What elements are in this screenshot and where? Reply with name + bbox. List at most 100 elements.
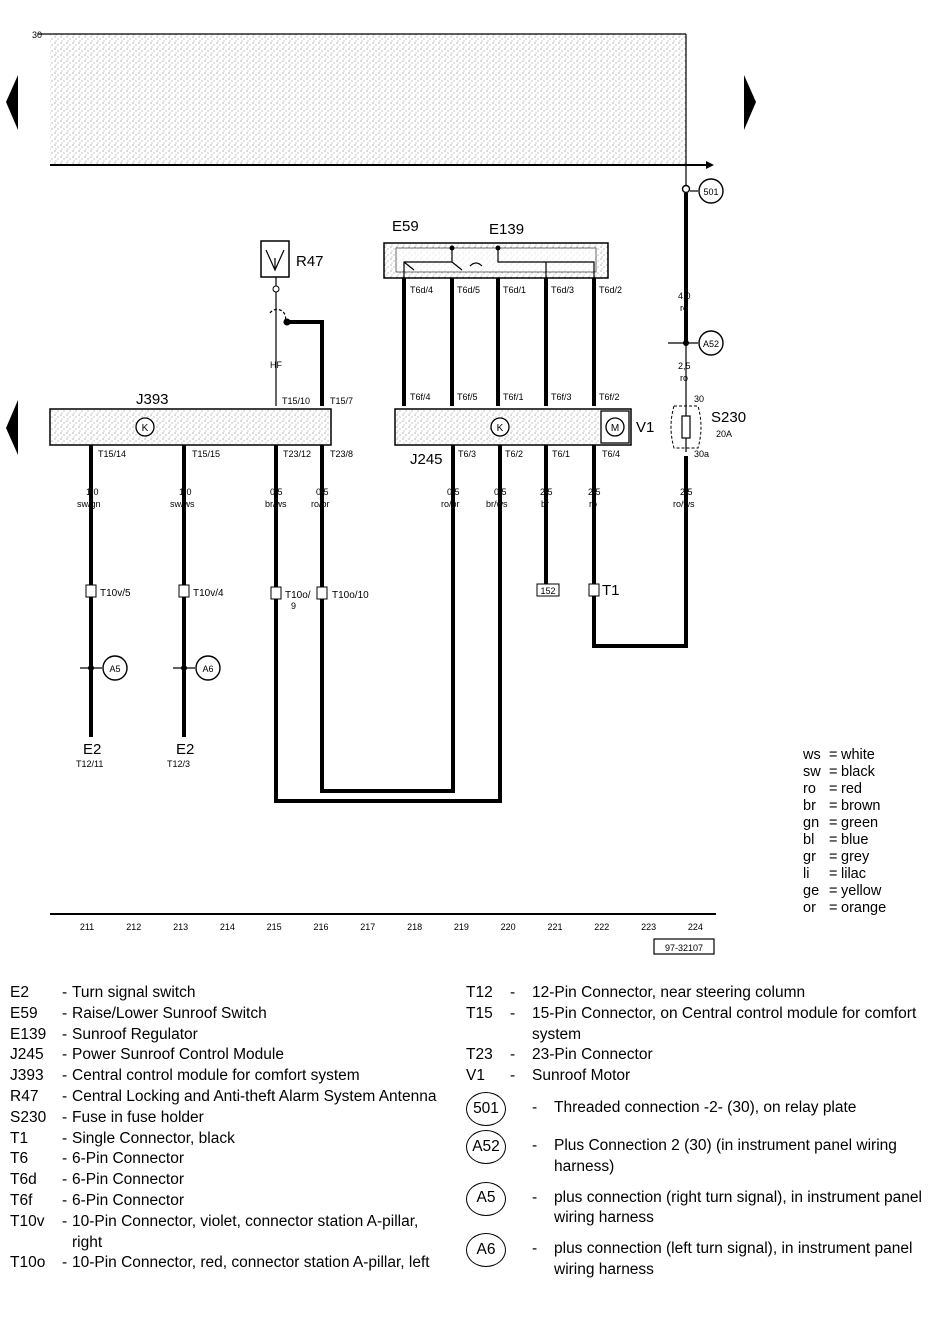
key-circle-row: A5-plus connection (right turn signal), …: [466, 1181, 926, 1230]
hf-label: HF: [270, 360, 282, 370]
scale-number: 214: [220, 922, 235, 932]
svg-text:M: M: [611, 423, 619, 434]
key-row: E2-Turn signal switch: [10, 984, 196, 1001]
s230-label: S230: [711, 409, 746, 426]
svg-text:T15/14: T15/14: [98, 449, 126, 459]
scale-number: 211: [80, 922, 94, 932]
svg-text:K: K: [497, 423, 504, 434]
scale-number: 217: [360, 922, 375, 932]
connection-circle-icon: A52: [466, 1129, 506, 1164]
page-prev-arrow[interactable]: [6, 75, 18, 130]
svg-text:T6d/5: T6d/5: [457, 285, 480, 295]
v1-label: V1: [636, 419, 654, 436]
key-row: T6-6-Pin Connector: [10, 1150, 185, 1168]
svg-text:K: K: [142, 423, 149, 434]
scale-number: 224: [688, 922, 703, 932]
ref-a5-circle: [102, 655, 128, 681]
svg-text:T10o/10: T10o/10: [332, 590, 369, 601]
scale-number: 222: [594, 922, 609, 932]
svg-text:E2: E2: [176, 741, 194, 758]
color-legend-row: ge=yellow: [803, 883, 882, 899]
color-legend-row: gr=grey: [803, 849, 870, 865]
svg-text:T12/11: T12/11: [76, 759, 103, 769]
key-row: T12-12-Pin Connector, near steering colu…: [466, 984, 806, 1001]
svg-text:152: 152: [540, 586, 555, 596]
page-prev-arrow-lower[interactable]: [6, 400, 18, 455]
svg-text:A5: A5: [109, 664, 120, 674]
key-row: J393-Central control module for comfort …: [10, 1067, 360, 1085]
svg-text:br/ws: br/ws: [486, 499, 508, 509]
scale-number: 220: [501, 922, 516, 932]
connection-circle-icon: A6: [466, 1233, 506, 1268]
ref-501-label: 501: [703, 187, 718, 197]
t1-label: T1: [602, 582, 620, 599]
svg-text:T6/4: T6/4: [602, 449, 620, 459]
svg-text:br/ws: br/ws: [265, 499, 287, 509]
color-legend-row: gn=green: [803, 815, 879, 831]
svg-text:T6/3: T6/3: [458, 449, 476, 459]
key-row: V1-Sunroof Motor: [466, 1067, 631, 1085]
page-next-arrow[interactable]: [744, 75, 756, 130]
svg-text:2,5: 2,5: [540, 487, 553, 497]
key-row: R47-Central Locking and Anti-theft Alarm…: [10, 1087, 437, 1105]
scale-number: 215: [267, 922, 282, 932]
key-circle-row: A52-Plus Connection 2 (30) (in instrumen…: [466, 1129, 926, 1178]
svg-text:T10v/4: T10v/4: [193, 588, 224, 599]
s230-fuse: A52 4,0 ro 2,5 ro 30 30a S230 20A: [668, 193, 746, 459]
svg-text:4,0: 4,0: [678, 291, 691, 301]
key-row: S230-Fuse in fuse holder: [10, 1108, 204, 1126]
e139-label: E139: [489, 221, 524, 238]
r47-antenna: R47 HF: [260, 240, 324, 406]
component-key-right: T12-12-Pin Connector, near steering colu…: [466, 983, 926, 1281]
svg-text:T6f/4: T6f/4: [410, 392, 431, 402]
e59-e139-switch: E59 E139: [383, 218, 609, 279]
svg-text:T6f/2: T6f/2: [599, 392, 620, 402]
svg-text:T6d/3: T6d/3: [551, 285, 574, 295]
svg-text:0,5: 0,5: [270, 487, 283, 497]
s230-rating: 20A: [716, 429, 732, 439]
ref-a52-circle: [698, 330, 724, 356]
svg-text:T6d/1: T6d/1: [503, 285, 526, 295]
lower-wires: 1,0 sw/gn 1,0 sw/ws 0,5 br/ws 0,5 ro/br …: [76, 445, 695, 803]
key-row: T1-Single Connector, black: [10, 1129, 235, 1147]
svg-text:T15/15: T15/15: [192, 449, 220, 459]
rail-label: 30: [32, 30, 42, 40]
svg-text:T6f/3: T6f/3: [551, 392, 572, 402]
svg-text:ro/ws: ro/ws: [673, 499, 695, 509]
svg-text:ro/br: ro/br: [441, 499, 460, 509]
scale-number: 219: [454, 922, 469, 932]
ref-501-circle: [698, 178, 724, 204]
svg-text:T23/8: T23/8: [330, 449, 353, 459]
svg-text:2,5: 2,5: [680, 487, 693, 497]
connection-circle-icon: A5: [466, 1181, 506, 1216]
scale-number: 216: [313, 922, 328, 932]
svg-text:0,5: 0,5: [316, 487, 329, 497]
scale-number: 223: [641, 922, 656, 932]
svg-text:1,0: 1,0: [86, 487, 99, 497]
e59-label: E59: [392, 218, 419, 235]
svg-text:T6d/4: T6d/4: [410, 285, 433, 295]
color-legend-row: li=lilac: [803, 866, 866, 882]
ref-a6-circle: [195, 655, 221, 681]
svg-text:2,5: 2,5: [678, 361, 691, 371]
r47-label: R47: [296, 253, 324, 270]
j245-module: M K V1 J245 T6/3 T6/2 T6/1 T6/4: [394, 408, 654, 468]
color-legend-row: or=orange: [803, 900, 887, 916]
svg-text:T6d/2: T6d/2: [599, 285, 622, 295]
color-legend-row: sw=black: [803, 764, 875, 780]
svg-text:9: 9: [291, 601, 296, 611]
figure-id: 97-32107: [665, 943, 703, 953]
scale-number: 212: [126, 922, 141, 932]
key-circle-row: 501-Threaded connection -2- (30), on rel…: [466, 1091, 926, 1126]
svg-text:T6f/1: T6f/1: [503, 392, 524, 402]
svg-text:30a: 30a: [694, 449, 709, 459]
svg-text:sw/gn: sw/gn: [77, 499, 101, 509]
svg-text:sw/ws: sw/ws: [170, 499, 195, 509]
j245-label: J245: [410, 451, 443, 468]
svg-text:2,5: 2,5: [588, 487, 601, 497]
svg-text:T23/12: T23/12: [283, 449, 311, 459]
switch-wires: T6d/4 T6d/5 T6d/1 T6d/3 T6d/2 T6f/4 T6f/…: [402, 278, 622, 406]
scale-number: 213: [173, 922, 188, 932]
